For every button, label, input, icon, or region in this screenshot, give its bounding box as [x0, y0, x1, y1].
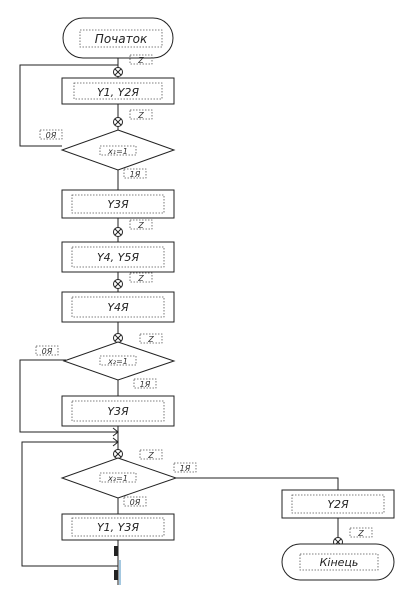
start-terminator: Початок: [62, 17, 174, 59]
svg-text:Y1, Y2Я: Y1, Y2Я: [97, 86, 139, 99]
process-op6: Y1, Y3Я: [61, 513, 175, 541]
svg-text:Y4, Y5Я: Y4, Y5Я: [97, 251, 139, 264]
z-label-4: Z: [137, 274, 144, 283]
no-label-2: 0Я: [42, 347, 53, 356]
svg-text:Y1, Y3Я: Y1, Y3Я: [97, 521, 139, 534]
svg-text:Y3Я: Y3Я: [107, 198, 129, 211]
start-label: Початок: [95, 32, 148, 46]
end-label: Кінець: [320, 556, 359, 569]
svg-text:x₁=1: x₁=1: [107, 147, 128, 156]
yes-label-1: 1Я: [130, 170, 141, 179]
no-label-3: 0Я: [130, 498, 141, 507]
process-op3: Y4, Y5Я: [61, 241, 175, 273]
z-label-3: Z: [137, 221, 144, 230]
z-label-5: Z: [147, 335, 154, 344]
bottom-marks: [114, 546, 121, 585]
end-terminator: Кінець: [281, 543, 395, 581]
decision-cond1: x₁=1: [60, 129, 176, 171]
edge-labels: Z Z 0Я 1Я Z Z Z 0Я 1Я Z 1Я 0Я Z: [35, 54, 373, 538]
z-label-6: Z: [147, 451, 154, 460]
decision-cond3: x₃=1: [60, 457, 178, 499]
z-label-1: Z: [137, 56, 144, 65]
svg-text:Y4Я: Y4Я: [107, 301, 129, 314]
svg-text:Y2Я: Y2Я: [327, 498, 349, 511]
process-op1: Y1, Y2Я: [61, 77, 175, 105]
process-op4: Y4Я: [61, 291, 175, 323]
svg-text:x₂=1: x₂=1: [107, 357, 128, 366]
svg-text:Y3Я: Y3Я: [107, 405, 129, 418]
process-op2: Y3Я: [61, 189, 175, 219]
connector-circles: [113, 67, 343, 547]
connector-lines: [19, 58, 339, 585]
yes-label-3: 1Я: [180, 464, 191, 473]
process-op7: Y2Я: [281, 489, 395, 519]
svg-text:x₃=1: x₃=1: [107, 474, 128, 483]
z-label-7: Z: [357, 529, 364, 538]
z-label-2: Z: [137, 111, 144, 120]
yes-label-2: 1Я: [140, 380, 151, 389]
decision-cond2: x₂=1: [62, 341, 176, 381]
process-op5: Y3Я: [61, 395, 175, 427]
no-label-1: 0Я: [46, 131, 57, 140]
